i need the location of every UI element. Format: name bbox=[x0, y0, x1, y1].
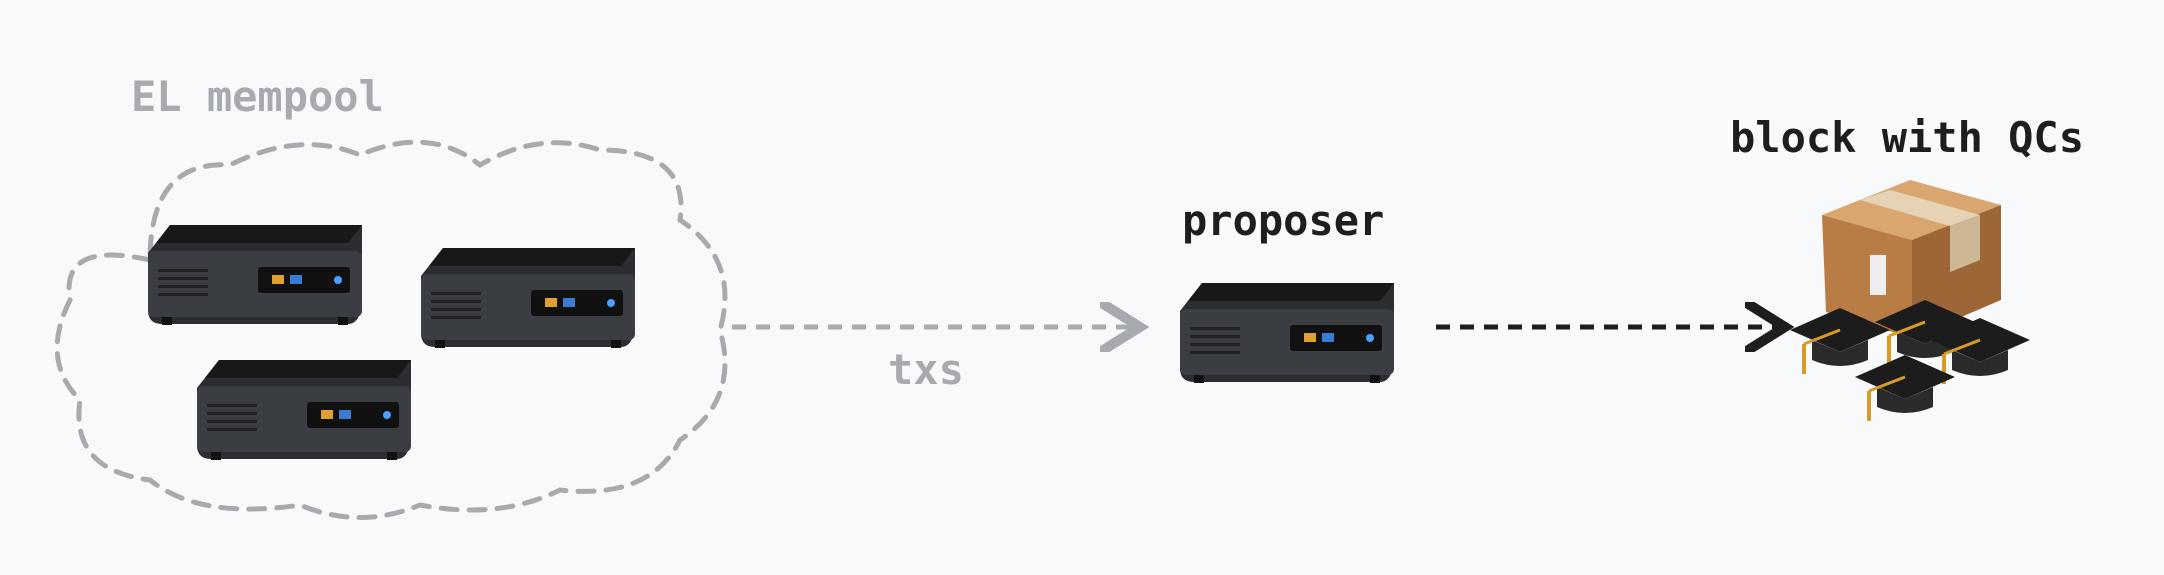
block-label: block with QCs bbox=[1730, 113, 2085, 162]
el-node-1 bbox=[148, 225, 362, 325]
graduation-caps-icon bbox=[1788, 298, 2032, 423]
mempool-label: EL mempool bbox=[131, 72, 384, 121]
txs-label: txs bbox=[888, 345, 964, 394]
proposer-node bbox=[1180, 283, 1394, 383]
proposer-label: proposer bbox=[1182, 196, 1385, 245]
el-node-2 bbox=[421, 248, 635, 348]
el-node-3 bbox=[197, 360, 411, 460]
mempool-cloud bbox=[54, 139, 728, 520]
